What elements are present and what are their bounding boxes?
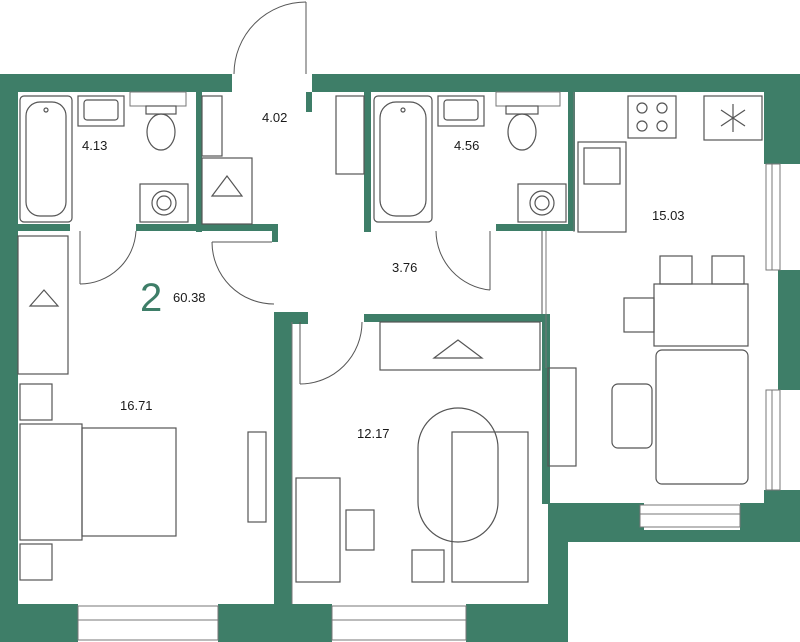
bathtub-icon xyxy=(19,95,73,223)
bathtub-icon xyxy=(373,95,433,223)
fixtures xyxy=(17,95,763,583)
room-count: 2 xyxy=(140,276,163,320)
wardrobe-icon xyxy=(379,321,541,371)
partitions xyxy=(291,92,575,604)
area-bath-left: 4.13 xyxy=(82,138,108,153)
fridge-icon xyxy=(703,95,763,141)
washing-machine-icon xyxy=(517,183,567,223)
walls xyxy=(0,74,800,642)
area-hall-top: 4.02 xyxy=(262,110,288,125)
bed-icon xyxy=(19,423,177,541)
desk-icon xyxy=(295,477,375,583)
dining-table-icon xyxy=(623,255,749,347)
sink-icon xyxy=(77,95,125,127)
tv-icon xyxy=(247,431,267,523)
sink-icon xyxy=(437,95,485,127)
wardrobe-icon xyxy=(335,95,365,175)
area-bath-right: 4.56 xyxy=(454,138,480,153)
toilet-icon xyxy=(505,105,539,151)
area-kitchen: 15.03 xyxy=(652,208,685,223)
doors xyxy=(79,1,543,385)
armchair-icon xyxy=(417,407,529,583)
toilet-icon xyxy=(145,105,177,151)
wardrobe-icon xyxy=(201,95,253,225)
area-bedroom: 16.71 xyxy=(120,398,153,413)
tv-icon xyxy=(547,367,577,467)
windows xyxy=(77,91,781,641)
area-corridor: 3.76 xyxy=(392,260,418,275)
total-area: 60.38 xyxy=(173,290,206,305)
area-room: 12.17 xyxy=(357,426,390,441)
sofa-icon xyxy=(611,349,749,485)
washing-machine-icon xyxy=(139,183,189,223)
stove-icon xyxy=(627,95,677,139)
wardrobe-icon xyxy=(17,235,69,375)
